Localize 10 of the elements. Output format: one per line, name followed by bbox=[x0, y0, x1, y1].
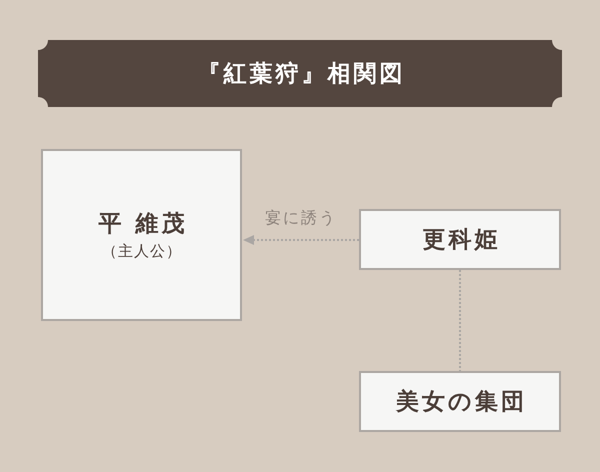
character-box bbox=[359, 371, 561, 432]
character-name: 平 維茂 bbox=[97, 209, 188, 240]
character-name: 美女の集団 bbox=[394, 386, 527, 417]
arrow bbox=[243, 235, 359, 245]
connector-line bbox=[459, 270, 461, 371]
title: 『紅葉狩』相関図 bbox=[196, 58, 406, 88]
character-box bbox=[41, 149, 242, 321]
role-note: （主人公） bbox=[101, 241, 182, 262]
character-box bbox=[359, 209, 561, 270]
character-name: 更科姫 bbox=[422, 224, 500, 255]
